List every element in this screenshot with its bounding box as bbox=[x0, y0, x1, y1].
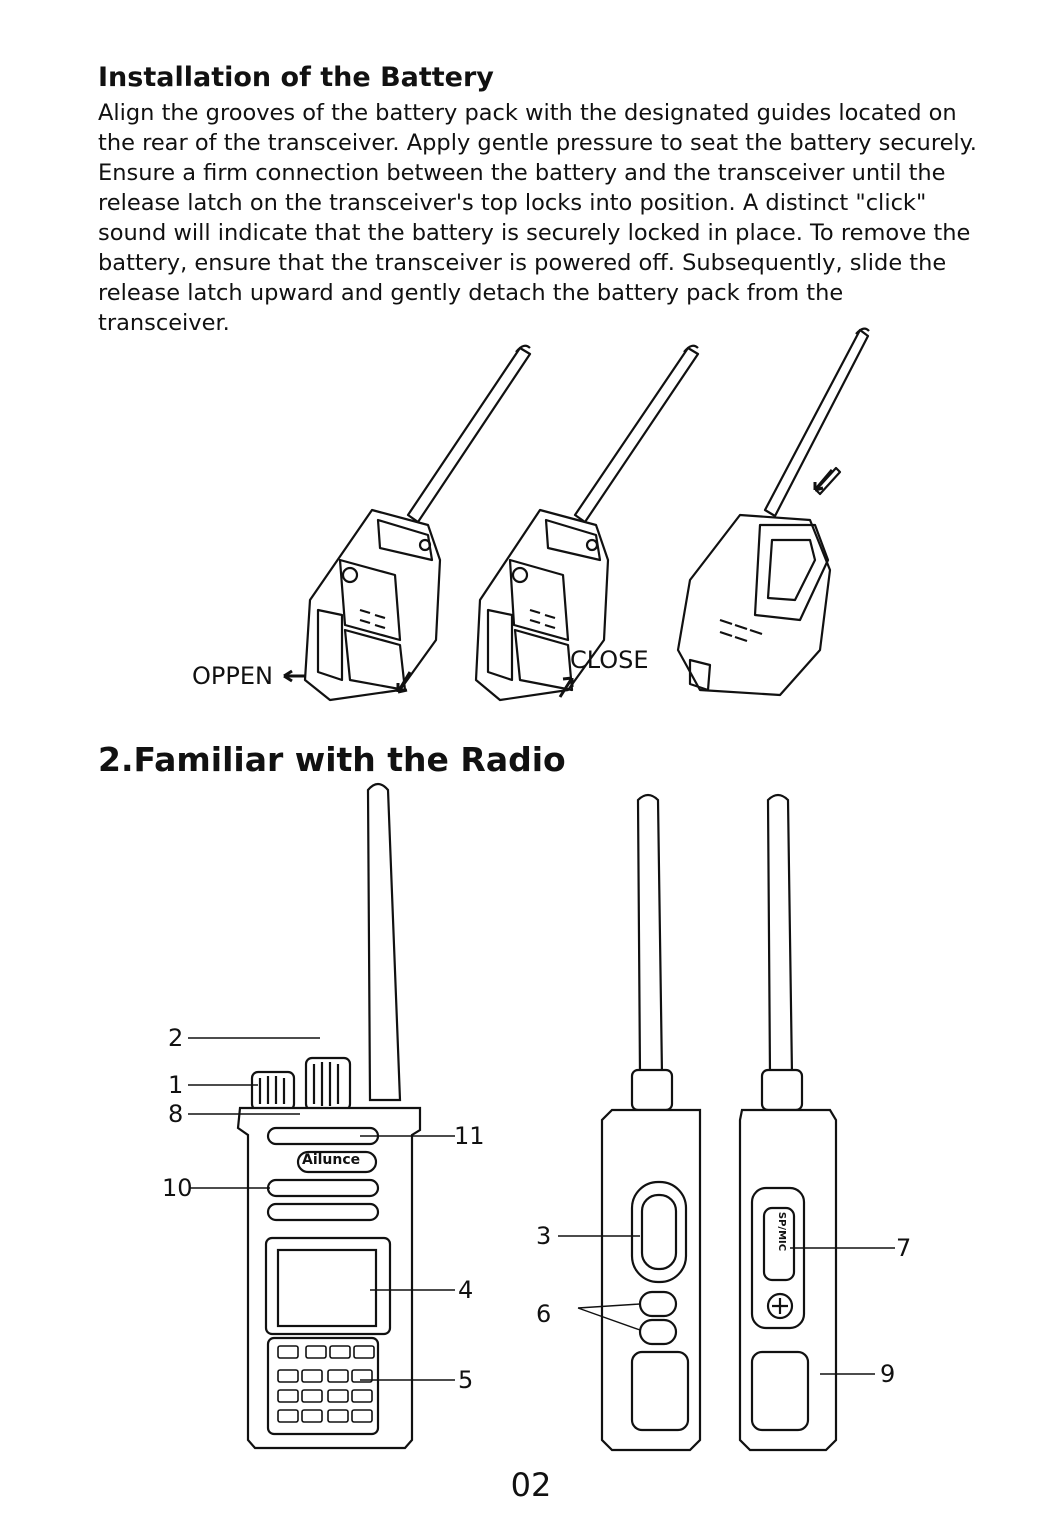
brand-label: Ailunce bbox=[302, 1152, 361, 1168]
radio-battery-close-illustration bbox=[474, 344, 700, 702]
radio-front-view bbox=[188, 782, 455, 1450]
callout-1: 1 bbox=[168, 1071, 184, 1099]
callout-2: 2 bbox=[168, 1024, 184, 1052]
sp-mic-label: SP/MIC bbox=[776, 1211, 788, 1252]
open-label: OPPEN bbox=[192, 662, 273, 690]
callout-3: 3 bbox=[536, 1222, 552, 1250]
radio-battery-open-illustration bbox=[303, 344, 532, 702]
callout-4: 4 bbox=[458, 1276, 474, 1304]
page-number: 02 bbox=[510, 1466, 552, 1504]
callout-10: 10 bbox=[162, 1174, 193, 1202]
radio-belt-clip-illustration bbox=[676, 327, 870, 697]
open-arrow-icon bbox=[283, 669, 305, 683]
close-label: CLOSE bbox=[570, 646, 649, 674]
callout-7: 7 bbox=[896, 1234, 912, 1262]
section-title-battery: Installation of the Battery bbox=[98, 62, 494, 93]
callout-9: 9 bbox=[880, 1360, 896, 1388]
callout-5: 5 bbox=[458, 1366, 474, 1394]
callout-8: 8 bbox=[168, 1100, 184, 1128]
section-title-familiar: 2.Familiar with the Radio bbox=[98, 740, 566, 779]
radio-right-side-view bbox=[738, 793, 895, 1452]
callout-11: 11 bbox=[454, 1122, 485, 1150]
callout-6: 6 bbox=[536, 1300, 552, 1328]
radio-left-side-view bbox=[558, 793, 702, 1452]
battery-instructions: Align the grooves of the battery pack wi… bbox=[98, 100, 977, 336]
